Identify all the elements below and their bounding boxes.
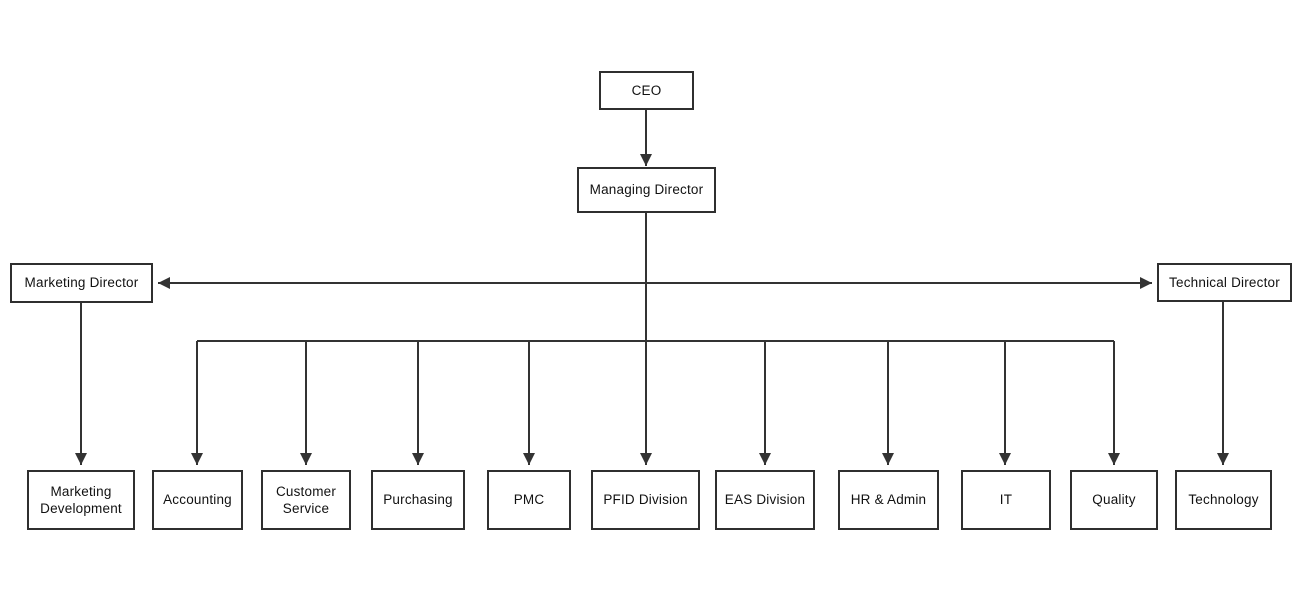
node-ceo: CEO (599, 71, 694, 110)
node-it: IT (961, 470, 1051, 530)
node-marketing-director: Marketing Director (10, 263, 153, 303)
node-label: PMC (513, 492, 545, 508)
node-marketing-development: Marketing Development (27, 470, 135, 530)
node-label: HR & Admin (850, 492, 927, 508)
node-pmc: PMC (487, 470, 571, 530)
node-label: Managing Director (589, 182, 704, 198)
node-managing-director: Managing Director (577, 167, 716, 213)
node-technology: Technology (1175, 470, 1272, 530)
node-label: Marketing Development (40, 483, 122, 516)
node-customer-service: Customer Service (261, 470, 351, 530)
node-label: Technical Director (1169, 274, 1280, 290)
node-purchasing: Purchasing (371, 470, 465, 530)
node-quality: Quality (1070, 470, 1158, 530)
node-eas-division: EAS Division (715, 470, 815, 530)
node-label: Accounting (163, 492, 232, 508)
node-label: IT (999, 492, 1013, 508)
node-accounting: Accounting (152, 470, 243, 530)
node-label: Technology (1188, 492, 1259, 508)
node-hr-admin: HR & Admin (838, 470, 939, 530)
node-technical-director: Technical Director (1157, 263, 1292, 302)
node-label: PFID Division (603, 492, 688, 508)
node-pfid-division: PFID Division (591, 470, 700, 530)
node-label: CEO (631, 82, 662, 98)
node-label: EAS Division (724, 492, 806, 508)
node-label: Customer Service (275, 483, 337, 516)
node-label: Purchasing (383, 492, 453, 508)
node-label: Marketing Director (24, 275, 139, 291)
node-label: Quality (1092, 492, 1136, 508)
